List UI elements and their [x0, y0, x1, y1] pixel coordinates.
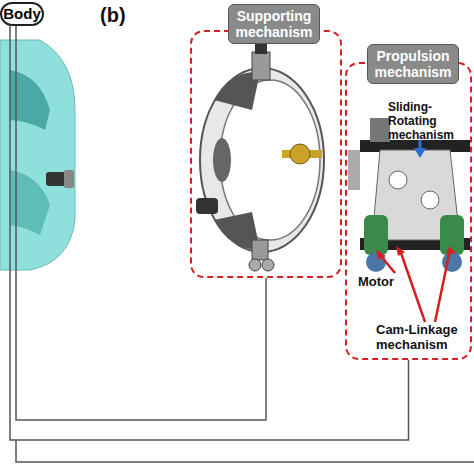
group-heading: Propulsion mechanism	[367, 44, 459, 84]
bracket-line	[16, 26, 266, 420]
body-label: Body	[0, 2, 44, 26]
bracket-line	[10, 26, 409, 440]
part-name: Motor	[358, 274, 418, 289]
part-name: Cam-Linkage mechanism	[376, 322, 472, 352]
part-name: Sliding-Rotating mechanism	[388, 100, 474, 142]
group-heading: Body	[3, 5, 41, 22]
panel-letter: (b)	[100, 4, 140, 26]
mechanism-group: Supporting mechanism	[190, 30, 342, 278]
group-heading: Supporting mechanism	[228, 4, 320, 44]
pointer-arrows	[16, 140, 474, 462]
body-illustration	[0, 40, 75, 270]
support-ring	[196, 42, 324, 271]
